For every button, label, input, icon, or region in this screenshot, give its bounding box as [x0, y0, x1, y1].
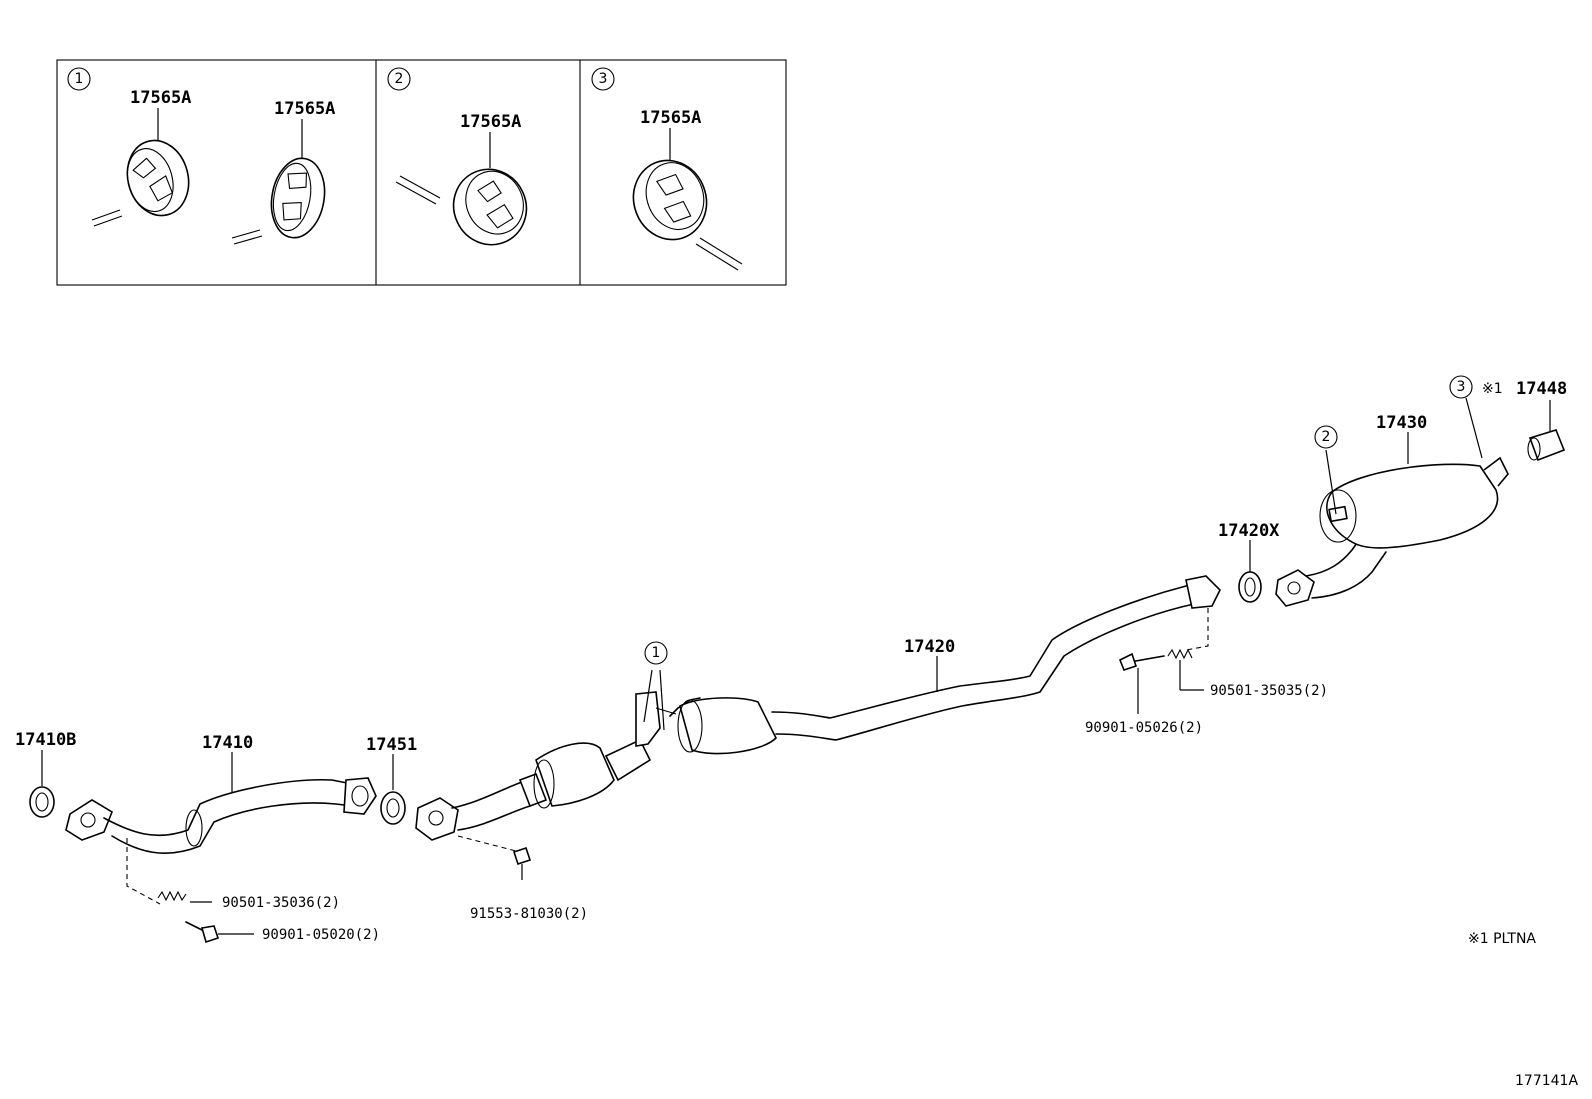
inset-panel [56, 59, 787, 286]
inset-1-label-b: 17565A [274, 99, 335, 119]
tail-pipe-17430 [1275, 397, 1509, 607]
inset-3-marker [591, 67, 615, 91]
rubber-hanger-icon [632, 159, 708, 241]
front-pipe-17410 [65, 752, 377, 854]
label-17420: 17420 [904, 637, 955, 657]
figure-id: 177141A [1515, 1073, 1578, 1089]
spring-icon [157, 890, 187, 902]
callout-2-label: 2 [1322, 429, 1331, 445]
inset-1: 1 17565A 17565A [67, 67, 335, 245]
gasket-17451 [380, 754, 406, 825]
center-pipe-17420 [415, 575, 1221, 841]
inset-1-marker-label: 1 [75, 71, 84, 87]
callout-3-label: 3 [1457, 379, 1466, 395]
inset-3-label: 17565A [640, 108, 701, 128]
label-91553-81030: 91553-81030(2) [470, 906, 588, 922]
callout-3 [1449, 375, 1473, 399]
label-17410b: 17410B [15, 730, 76, 750]
inset-1-label-a: 17565A [130, 88, 191, 108]
label-90901-05020: 90901-05020(2) [262, 927, 380, 943]
inset-2-marker [387, 67, 411, 91]
callout-1 [644, 641, 668, 665]
callout-1-label: 1 [652, 645, 661, 661]
footnote: ※1 PLTNA [1468, 931, 1536, 947]
label-90501-35035: 90501-35035(2) [1210, 683, 1328, 699]
label-90501-35036: 90501-35036(2) [222, 895, 340, 911]
nut-icon [512, 846, 532, 880]
label-17451: 17451 [366, 735, 417, 755]
bolt-icon [1118, 652, 1165, 671]
label-17420x: 17420X [1218, 521, 1280, 541]
label-17410: 17410 [202, 733, 253, 753]
gasket-17410b [29, 750, 55, 818]
label-17448: 17448 [1516, 379, 1567, 399]
inset-1-marker [67, 67, 91, 91]
inset-3-marker-label: 3 [599, 71, 608, 87]
note-mark-1: ※1 [1482, 381, 1503, 397]
inset-3: 3 17565A [591, 67, 743, 271]
inset-2-marker-label: 2 [395, 71, 404, 87]
inset-2: 2 17565A [387, 67, 528, 246]
tail-cover-17448 [1527, 400, 1566, 462]
rubber-hanger-icon [452, 168, 528, 246]
label-17430: 17430 [1376, 413, 1427, 433]
bolt-icon [185, 921, 220, 944]
callout-2 [1314, 425, 1338, 449]
inset-2-label: 17565A [460, 112, 521, 132]
spring-icon [1167, 648, 1193, 660]
rubber-hanger-icon [270, 157, 326, 239]
gasket-17420x [1238, 540, 1262, 603]
rubber-hanger-icon [126, 139, 190, 217]
label-90901-05026: 90901-05026(2) [1085, 720, 1203, 736]
